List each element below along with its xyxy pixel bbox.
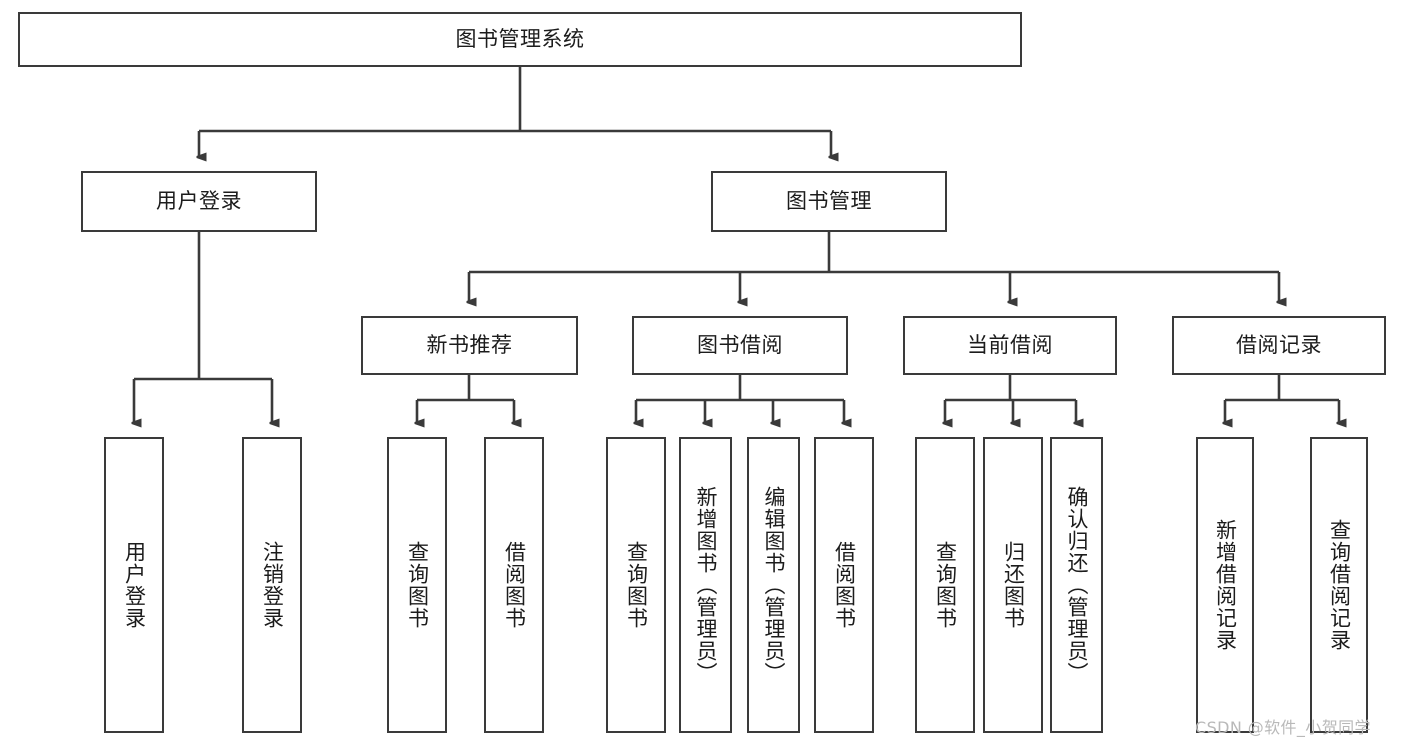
leaf-user-login-label: 用户登录: [122, 541, 147, 629]
csdn-watermark: CSDN @软件_小贺同学: [1195, 718, 1371, 737]
leaf-add-book-admin[interactable]: 新增图书（管理员）: [679, 437, 732, 733]
node-new-book-recommend[interactable]: 新书推荐: [361, 316, 578, 375]
edges-root-to-level2: [199, 67, 831, 157]
leaf-borrow-book[interactable]: 借阅图书: [814, 437, 874, 733]
leaf-add-borrow-record-label: 新增借阅记录: [1213, 519, 1238, 651]
edges-newbook-to-leaves: [417, 375, 514, 423]
leaf-return-book-label: 归还图书: [1001, 541, 1026, 629]
leaf-user-logout-label: 注销登录: [260, 541, 285, 629]
node-current-borrow-label: 当前借阅: [967, 332, 1053, 357]
node-new-book-recommend-label: 新书推荐: [426, 332, 513, 357]
node-user-login[interactable]: 用户登录: [81, 171, 317, 232]
node-book-borrow-label: 图书借阅: [697, 332, 783, 357]
leaf-confirm-return-admin[interactable]: 确认归还（管理员）: [1050, 437, 1103, 733]
leaf-confirm-return-admin-label: 确认归还（管理员）: [1064, 486, 1089, 684]
edges-borrowrecord-to-leaves: [1225, 375, 1339, 423]
node-borrow-record-label: 借阅记录: [1236, 332, 1322, 357]
node-book-manage-label: 图书管理: [786, 188, 872, 213]
leaf-user-logout[interactable]: 注销登录: [242, 437, 302, 733]
leaf-borrow-book-recommend[interactable]: 借阅图书: [484, 437, 544, 733]
leaf-user-login[interactable]: 用户登录: [104, 437, 164, 733]
node-borrow-record[interactable]: 借阅记录: [1172, 316, 1386, 375]
edges-currentborrow-to-leaves: [945, 375, 1076, 423]
leaf-query-book-borrow-label: 查询图书: [624, 541, 649, 629]
leaf-query-book-current[interactable]: 查询图书: [915, 437, 975, 733]
node-book-borrow[interactable]: 图书借阅: [632, 316, 848, 375]
leaf-query-book-current-label: 查询图书: [933, 541, 958, 629]
leaf-edit-book-admin-label: 编辑图书（管理员）: [761, 486, 786, 684]
edges-userlogin-to-leaves: [134, 232, 272, 423]
node-root-book-management-system[interactable]: 图书管理系统: [18, 12, 1022, 67]
edges-bookborrow-to-leaves: [636, 375, 844, 423]
leaf-borrow-book-label: 借阅图书: [832, 541, 857, 629]
leaf-query-borrow-record[interactable]: 查询借阅记录: [1310, 437, 1368, 733]
leaf-add-borrow-record[interactable]: 新增借阅记录: [1196, 437, 1254, 733]
leaf-query-borrow-record-label: 查询借阅记录: [1327, 519, 1352, 651]
leaf-query-book-recommend[interactable]: 查询图书: [387, 437, 447, 733]
leaf-edit-book-admin[interactable]: 编辑图书（管理员）: [747, 437, 800, 733]
edges-booksys-to-level3: [469, 232, 1279, 302]
leaf-add-book-admin-label: 新增图书（管理员）: [693, 486, 718, 684]
leaf-borrow-book-recommend-label: 借阅图书: [502, 541, 527, 629]
leaf-return-book[interactable]: 归还图书: [983, 437, 1043, 733]
node-root-label: 图书管理系统: [455, 26, 585, 51]
node-user-login-label: 用户登录: [156, 188, 242, 213]
node-current-borrow[interactable]: 当前借阅: [903, 316, 1117, 375]
leaf-query-book-borrow[interactable]: 查询图书: [606, 437, 666, 733]
node-book-manage[interactable]: 图书管理: [711, 171, 947, 232]
leaf-query-book-recommend-label: 查询图书: [405, 541, 430, 629]
